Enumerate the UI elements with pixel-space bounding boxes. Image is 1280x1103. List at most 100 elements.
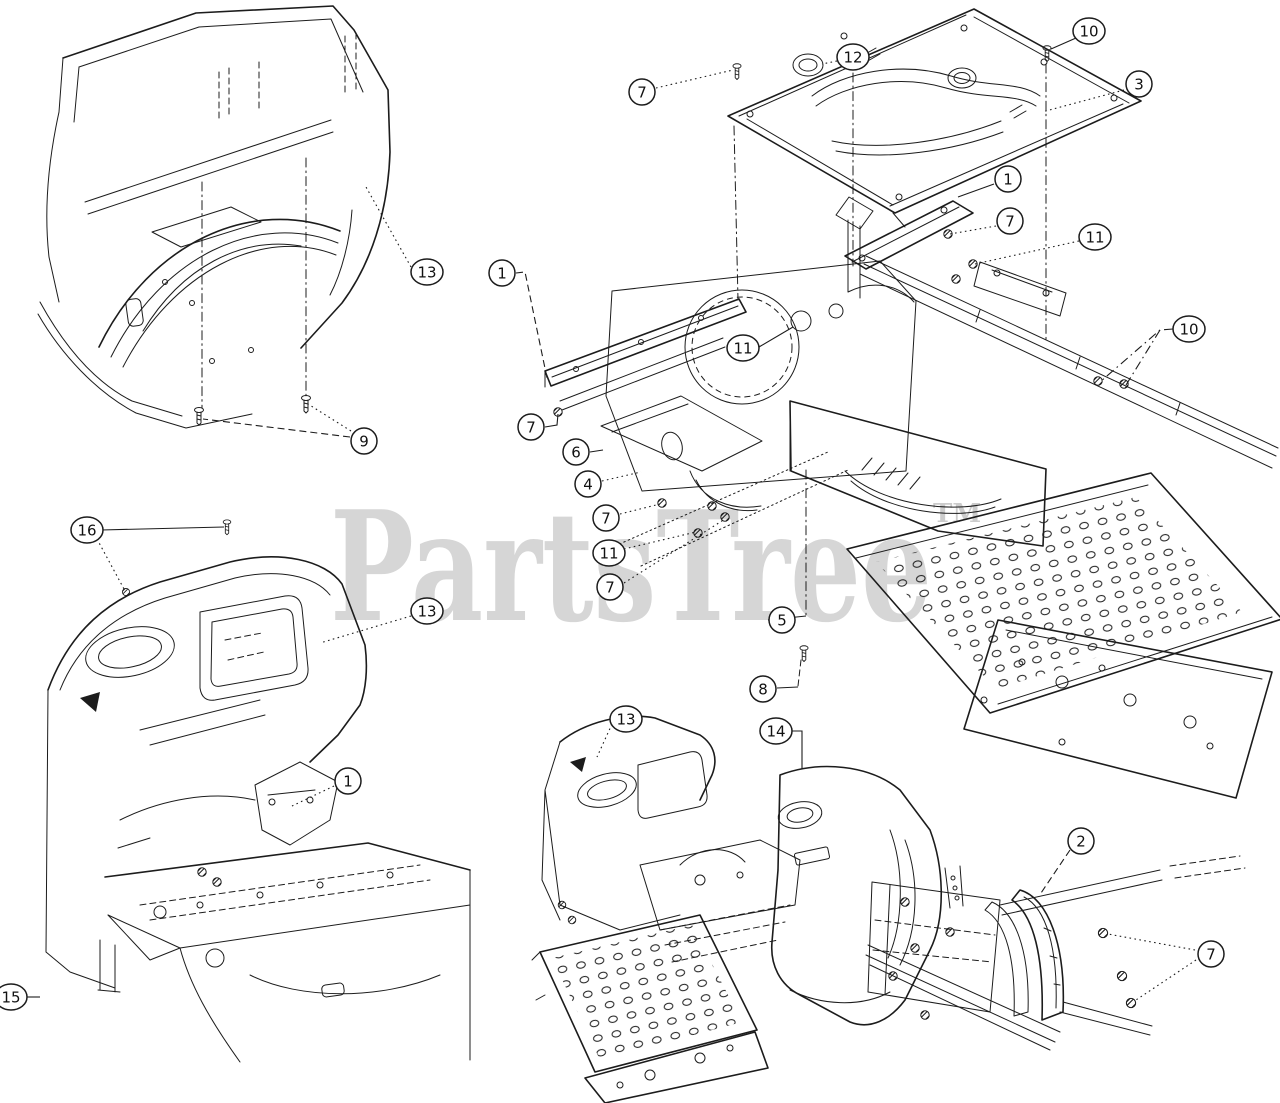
callout-number: 1 [497, 265, 507, 283]
screw-icon [301, 395, 311, 414]
callout-leader-line [1135, 959, 1197, 1001]
callout-circle [592, 539, 626, 567]
callout-leader-line [974, 240, 1080, 265]
callout-leader-line [291, 785, 335, 807]
bolt-icon [1125, 997, 1137, 1009]
callout-leader-line [515, 271, 548, 379]
callout-number: 12 [843, 49, 862, 67]
callout-number: 4 [583, 476, 593, 494]
callout-12: 12 [821, 43, 870, 71]
callout-number: 15 [1, 989, 20, 1007]
screw-icon [222, 519, 232, 536]
bolt-icon [1093, 376, 1103, 386]
callout-leader-line [365, 186, 412, 268]
callout-leader-line [776, 686, 799, 689]
callout-number: 13 [616, 711, 635, 729]
callout-circle [0, 983, 28, 1011]
callout-13: 13 [596, 705, 643, 758]
bolt-icon [122, 588, 130, 596]
callout-8: 8 [749, 675, 799, 703]
callout-circle [1125, 70, 1153, 98]
callout-number: 8 [758, 681, 768, 699]
callout-leader-line [1107, 933, 1196, 951]
bolt-icon [951, 274, 961, 284]
screw-icon [732, 63, 742, 80]
callout-number: 2 [1076, 833, 1086, 851]
callout-circle [726, 334, 760, 362]
callout-circle [1078, 223, 1112, 251]
callout-leader-line [949, 225, 997, 235]
screw-icon [194, 407, 204, 426]
callout-number: 1 [1003, 171, 1013, 189]
callout-7: 7 [596, 518, 726, 601]
callout-7: 7 [1107, 933, 1225, 1001]
callout-number: 7 [1206, 946, 1216, 964]
callout-number: 7 [1005, 213, 1015, 231]
callout-circle [334, 767, 362, 795]
callout-3: 3 [1041, 70, 1153, 113]
callout-leader-line [758, 326, 794, 348]
callout-number: 5 [777, 612, 787, 630]
bolt-icon [212, 877, 222, 887]
callout-leader-line [319, 615, 412, 644]
callout-7: 7 [949, 207, 1024, 235]
callout-circle [836, 43, 870, 71]
callout-5: 5 [767, 606, 807, 634]
callout-circle [1072, 17, 1106, 45]
bolt-icon [920, 1010, 930, 1020]
bolt-icon [1097, 927, 1109, 939]
callout-number: 16 [77, 522, 96, 540]
callout-1: 1 [488, 259, 548, 379]
callout-number: 7 [637, 84, 647, 102]
watermark-text: PartsTree [330, 477, 932, 656]
callout-circle [562, 438, 590, 466]
callout-circle [410, 597, 444, 625]
callout-leader-line [1040, 849, 1071, 894]
callout-number: 13 [417, 264, 436, 282]
callout-circle [994, 165, 1022, 193]
callout-number: 14 [766, 723, 785, 741]
callout-leader-line [821, 60, 838, 65]
callout-number: 3 [1134, 76, 1144, 94]
callout-circle [768, 606, 796, 634]
callout-circle [1197, 940, 1225, 968]
bolt-icon [900, 897, 910, 907]
callout-number: 6 [571, 444, 581, 462]
callout-leader-line [619, 503, 661, 515]
bolt-icon [910, 943, 920, 953]
bolt-icon [197, 867, 207, 877]
callout-11: 11 [974, 223, 1112, 265]
callout-leader-line [1125, 329, 1161, 386]
callout-number: 10 [1179, 321, 1198, 339]
callout-circle [574, 470, 602, 498]
callout-circle [350, 427, 378, 455]
callout-leader-line [307, 403, 352, 432]
callout-circle [1067, 827, 1095, 855]
callout-number: 9 [359, 433, 369, 451]
drawing-assembly-bottom-center [531, 715, 943, 1103]
callout-7: 7 [517, 413, 559, 441]
callout-7: 7 [592, 503, 661, 532]
callout-14: 14 [759, 717, 803, 769]
callout-16: 16 [70, 516, 225, 590]
callout-leader-line [589, 449, 604, 453]
callout-circle [596, 573, 624, 601]
callout-15: 15 [0, 983, 40, 1011]
callout-leader-line [655, 69, 734, 89]
watermark: PartsTree TM [330, 477, 981, 656]
callout-1: 1 [957, 165, 1022, 198]
callout-circle [628, 78, 656, 106]
callout-circle [70, 516, 104, 544]
bolt-icon [1116, 970, 1128, 982]
drawing-fender-underside-top-left [37, 5, 391, 429]
watermark-tm-label: TM [933, 499, 981, 529]
callout-11: 11 [592, 531, 697, 567]
bolt-icon [567, 915, 577, 925]
callout-leader-line [792, 730, 803, 769]
callout-circle [410, 258, 444, 286]
callout-circle [759, 717, 793, 745]
callout-13: 13 [319, 597, 444, 644]
callout-number: 10 [1079, 23, 1098, 41]
